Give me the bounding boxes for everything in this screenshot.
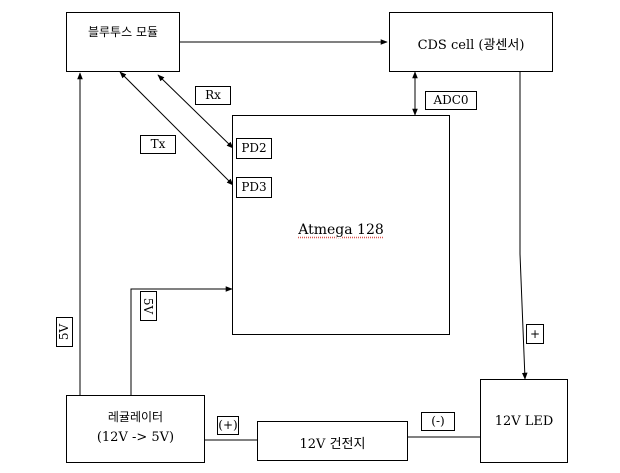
led-box: 12V LED	[480, 379, 568, 463]
cds-cell-label: CDS cell (광센서)	[417, 38, 525, 53]
arrow-bluetooth-pd3-tx	[119, 71, 234, 186]
five-volt-mid-text: 5V	[141, 297, 156, 315]
cds-cell-box: CDS cell (광센서)	[389, 12, 553, 72]
five-volt-left-label: 5V	[56, 317, 73, 347]
bluetooth-module-box: 블루투스 모듈	[66, 12, 180, 72]
arrow-regulator-to-atmega	[130, 286, 233, 395]
regulator-label-line1: 레귤레이터	[107, 410, 164, 424]
tx-label: Tx	[140, 135, 176, 154]
regulator-box: 레귤레이터 (12V -> 5V)	[66, 395, 205, 463]
battery-label: 12V 건전지	[299, 437, 366, 452]
atmega-128-label: Atmega 128	[233, 222, 449, 238]
bluetooth-module-label: 블루투스 모듈	[87, 25, 159, 39]
battery-plus-label: (+)	[217, 416, 239, 435]
led-label: 12V LED	[494, 414, 554, 429]
regulator-label-line2: (12V -> 5V)	[96, 430, 175, 445]
adc0-label: ADC0	[425, 91, 477, 110]
arrow-cds-to-led	[519, 72, 528, 380]
five-volt-left-text: 5V	[57, 323, 72, 341]
atmega-128-text: Atmega 128	[298, 222, 384, 238]
rx-label: Rx	[195, 86, 231, 105]
led-plus-label: +	[526, 324, 544, 344]
battery-box: 12V 건전지	[257, 421, 408, 461]
five-volt-mid-label: 5V	[140, 291, 157, 321]
pd3-label: PD3	[236, 177, 272, 198]
pd2-label: PD2	[236, 138, 272, 159]
battery-minus-label: (-)	[421, 412, 455, 431]
